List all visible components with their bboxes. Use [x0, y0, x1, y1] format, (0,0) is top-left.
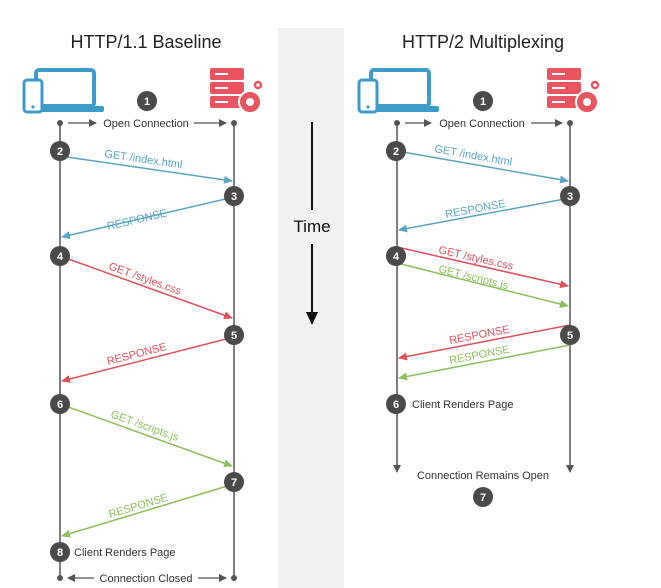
lifeline-dot [567, 120, 573, 126]
laptop-phone-icon [22, 68, 104, 114]
message-arrow [396, 150, 569, 184]
svg-text:6: 6 [57, 399, 63, 411]
message-label: GET /scripts.js [109, 409, 181, 445]
message-arrow [398, 344, 571, 381]
svg-text:4: 4 [393, 251, 400, 263]
svg-text:5: 5 [567, 330, 573, 342]
svg-text:7: 7 [231, 477, 237, 489]
step-badge: 1 [473, 91, 493, 111]
message-arrow [398, 324, 571, 361]
svg-text:7: 7 [480, 492, 486, 504]
lifeline-dot [57, 575, 63, 581]
step-badge: 4 [386, 246, 406, 266]
message-label: RESPONSE [448, 324, 510, 347]
message-arrow [396, 262, 569, 308]
message-arrow [398, 197, 571, 233]
server-gear-icon [547, 68, 601, 114]
lifeline-dot [231, 120, 237, 126]
step-badge: 7 [473, 487, 493, 507]
open-connection-label: Open Connection [439, 118, 525, 130]
message-arrow [59, 403, 233, 468]
message-arrow [59, 255, 233, 320]
connection-remains-open-label: Connection Remains Open [417, 470, 549, 482]
step-badge: 3 [560, 186, 580, 206]
right-title: HTTP/2 Multiplexing [402, 32, 564, 52]
step-badge: 7 [224, 472, 244, 492]
svg-text:3: 3 [567, 191, 573, 203]
lifeline-dot [394, 120, 400, 126]
svg-text:1: 1 [144, 96, 150, 108]
step-badge: 6 [50, 394, 70, 414]
svg-text:1: 1 [480, 96, 486, 108]
message-label: RESPONSE [106, 341, 168, 368]
message-arrow [61, 483, 235, 538]
svg-text:3: 3 [231, 191, 237, 203]
message-arrow [61, 196, 235, 240]
step-badge: 3 [224, 186, 244, 206]
message-arrow [396, 246, 569, 289]
svg-text:6: 6 [393, 399, 399, 411]
server-gear-icon [210, 68, 264, 114]
step-badge: 6 [386, 394, 406, 414]
svg-text:5: 5 [231, 330, 237, 342]
step-badge: 5 [224, 325, 244, 345]
step-badge: 4 [50, 246, 70, 266]
message-arrow [59, 155, 233, 184]
lifeline-dot [57, 120, 63, 126]
message-label: RESPONSE [106, 207, 168, 232]
time-label: Time [293, 217, 330, 236]
client-renders-label: Client Renders Page [74, 547, 176, 559]
step-badge: 2 [50, 141, 70, 161]
message-label: RESPONSE [444, 198, 506, 221]
step-badge: 8 [50, 542, 70, 562]
step-badge: 5 [560, 325, 580, 345]
client-renders-label: Client Renders Page [412, 399, 514, 411]
connection-closed-label: Connection Closed [100, 573, 193, 585]
lifeline-dot [231, 575, 237, 581]
step-badge: 2 [386, 141, 406, 161]
svg-text:2: 2 [393, 146, 399, 158]
svg-text:2: 2 [57, 146, 63, 158]
message-arrow [61, 336, 235, 383]
open-connection-label: Open Connection [103, 118, 189, 130]
left-title: HTTP/1.1 Baseline [70, 32, 221, 52]
svg-text:4: 4 [57, 251, 64, 263]
step-badge: 1 [137, 91, 157, 111]
svg-text:8: 8 [57, 547, 63, 559]
message-label: GET /styles.css [107, 261, 183, 298]
laptop-phone-icon [357, 68, 439, 114]
time-arrow-head [306, 312, 318, 325]
